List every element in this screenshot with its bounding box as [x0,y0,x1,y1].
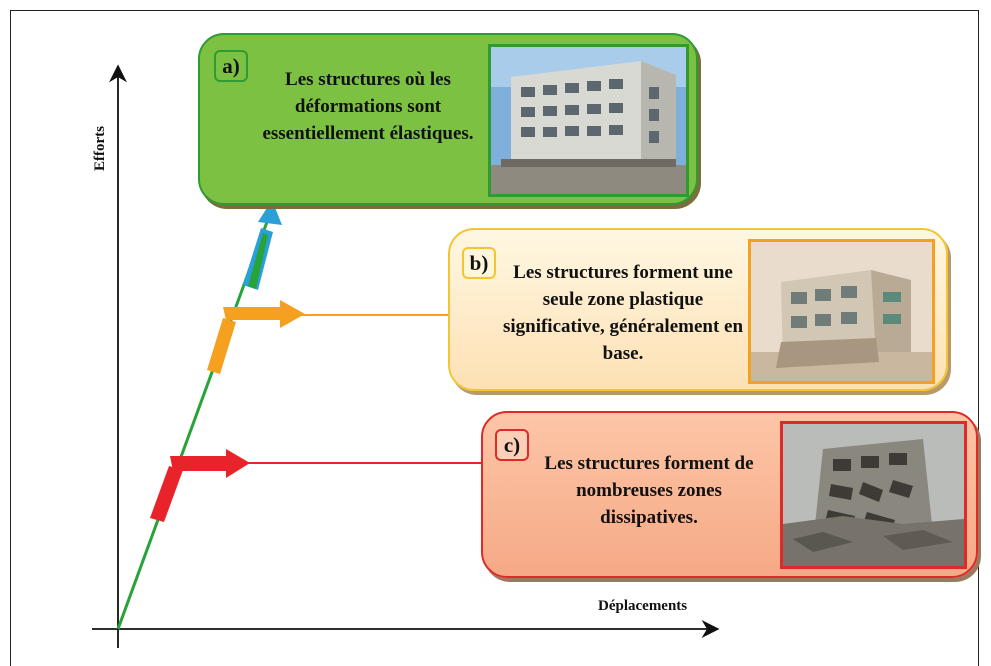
x-axis-label: Déplacements [598,598,688,614]
card-text-c: Les structures forment de nombreuses zon… [544,453,754,528]
card-text-a: Les structures où les déformations sont … [262,69,474,144]
collapsed-building-photo [780,421,967,569]
card-many-dissipative-zones: c) Les structures forment de nombreuses … [481,411,978,578]
card-text-b: Les structures forment une seule zone pl… [502,262,744,364]
card-elastic: a) Les structures où les déformations so… [198,33,698,205]
intact-building-photo [488,44,689,197]
card-tag-a: a) [214,50,248,82]
card-tag-c: c) [495,429,529,461]
orange-arrow [207,300,305,374]
damaged-building-photo [748,239,935,384]
card-tag-b: b) [462,247,496,279]
card-single-plastic-zone: b) Les structures forment une seule zone… [448,228,948,391]
elastic-arrow [243,200,282,290]
y-axis-label: Efforts [92,126,108,171]
red-arrow [150,449,250,522]
